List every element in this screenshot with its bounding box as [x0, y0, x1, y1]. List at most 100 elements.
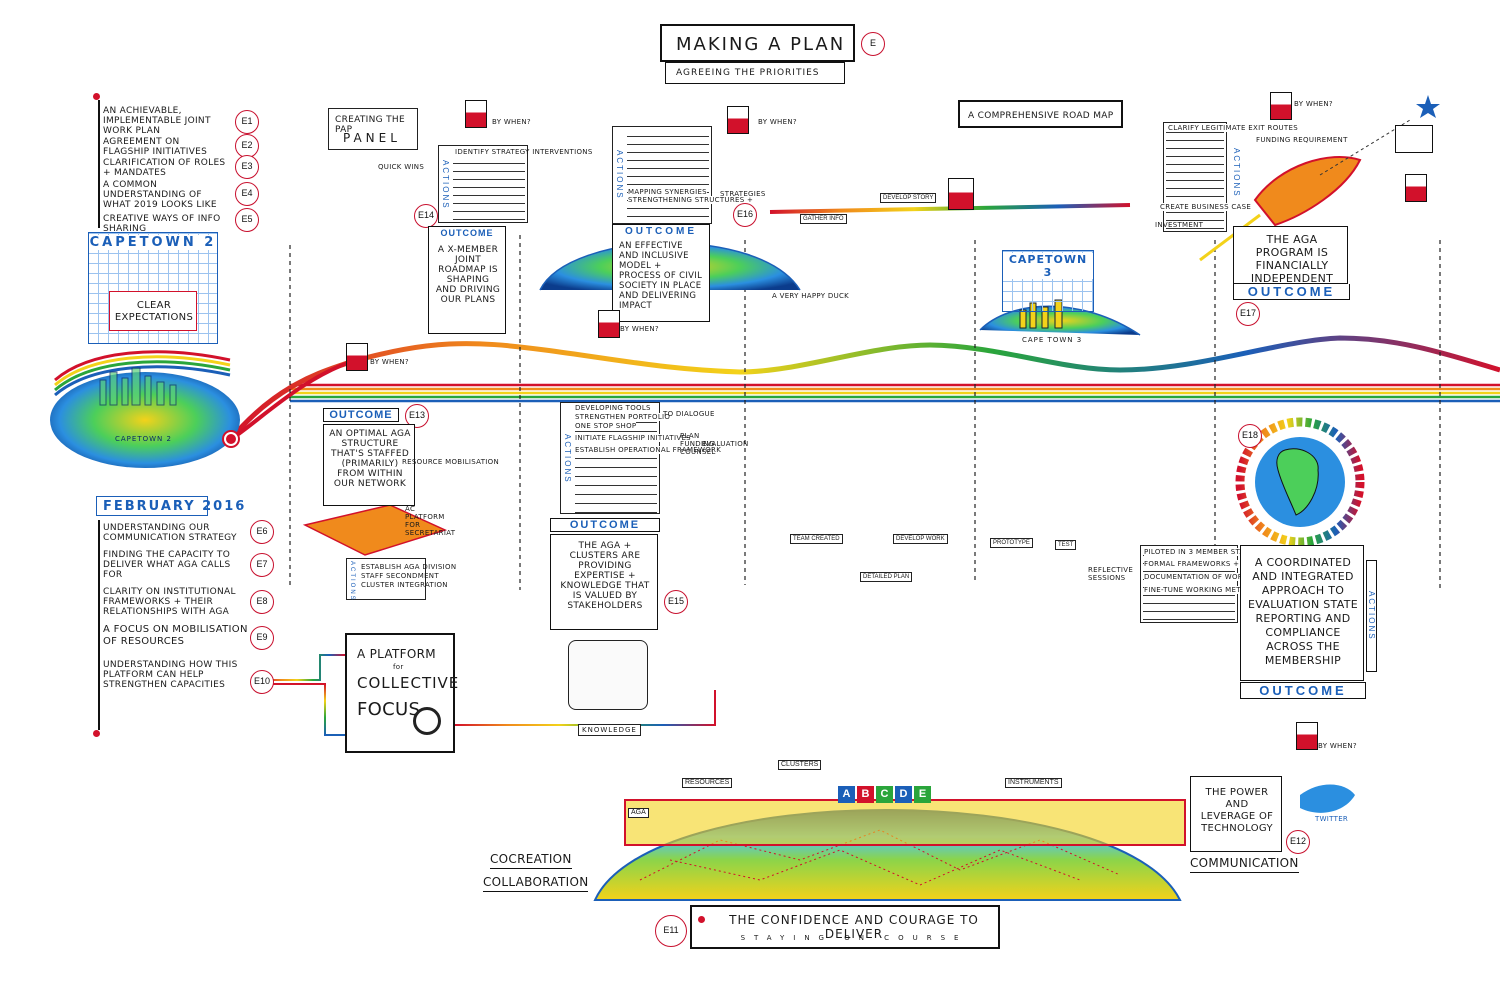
- communication-label: COMMUNICATION: [1190, 856, 1299, 873]
- flag-icon: [1405, 174, 1427, 202]
- flag-icon: [598, 310, 620, 338]
- letter-block: B: [857, 786, 874, 803]
- list-item: A COMMON UNDERSTANDING of WHAT 2019 LOOK…: [103, 180, 217, 210]
- e18-outcome-box: A COORDINATED AND INTEGRATED APPROACH TO…: [1240, 545, 1364, 681]
- outcome-label: OUTCOME: [624, 226, 698, 237]
- flag-icon: [465, 100, 487, 128]
- e17-code: E17: [1236, 302, 1260, 326]
- outcome-label: OUTCOME: [1233, 284, 1350, 300]
- action-item: FINE-TUNE WORKING METHODS: [1144, 586, 1263, 594]
- platform-line: COLLECTIVE: [357, 674, 460, 692]
- capetown2-title: CAPETOWN 2: [89, 235, 217, 250]
- knowledge-label: KNOWLEDGE: [578, 724, 641, 736]
- roadmap-banner: A COMPREHENSIVE ROAD MAP: [958, 100, 1123, 128]
- action-item: CREATE BUSINESS CASE: [1160, 203, 1252, 211]
- list-item: AN ACHIEVABLE, IMPLEMENTABLE JOINT WORK …: [103, 106, 211, 136]
- action-item: INVESTMENT: [1155, 221, 1204, 229]
- action-item: STRATEGIES: [720, 190, 766, 198]
- actions-label: ACTIONS: [615, 150, 624, 200]
- e12-code: E12: [1286, 830, 1310, 854]
- footer-title: THE CONFIDENCE AND COURAGE TO DELIVER: [729, 913, 979, 941]
- e15-outcome-box: THE AGA + CLUSTERS ARE PROVIDING EXPERTI…: [550, 534, 658, 630]
- action-item: ONE STOP SHOP: [575, 422, 637, 430]
- side-note: EVALUATION: [702, 440, 749, 448]
- capetown2-card: CAPETOWN 2 CLEAR EXPECTATIONS: [88, 232, 218, 344]
- actions-label: ACTIONS: [441, 160, 450, 210]
- footer-code: E11: [655, 915, 687, 947]
- by-when-label: BY WHEN?: [1294, 100, 1333, 108]
- action-item: ESTABLISH AGA DIVISION: [361, 563, 457, 571]
- e16-outcome-text: AN EFFECTIVE AND INCLUSIVE MODEL + PROCE…: [619, 241, 703, 311]
- action-item: DOCUMENTATION of WORK: [1144, 573, 1248, 581]
- e17-outcome-box: THE AGA PROGRAM IS FINANCIALLY INDEPENDE…: [1233, 226, 1348, 285]
- page-title: MAKING A PLAN: [676, 34, 846, 55]
- e16-code: E16: [733, 203, 757, 227]
- by-when-label: BY WHEN?: [370, 358, 409, 366]
- action-item: STAFF SECONDMENT: [361, 572, 439, 580]
- list-item: A FOCUS ON MOBILISATION of RESOURCES: [103, 624, 248, 647]
- capetown2-globe-label: CAPETOWN 2: [115, 435, 172, 443]
- collaboration-label: COLLABORATION: [483, 875, 589, 892]
- action-item: IDENTIFY STRATEGY INTERVENTIONS: [455, 148, 593, 156]
- pap-panel-title: CREATING THE PAP: [335, 115, 405, 135]
- subtitle-box: AGREEING THE PRIORITIES: [665, 62, 845, 84]
- list-item-code: E5: [235, 208, 259, 232]
- letter-block: C: [876, 786, 893, 803]
- e14-outcome-text: A X-MEMBER JOINT ROADMAP IS SHAPING AND …: [435, 245, 501, 305]
- resource-mobilisation-label: RESOURCE MOBILISATION: [402, 458, 499, 466]
- capetown3-globe-label: CAPE TOWN 3: [1022, 336, 1083, 344]
- footer-box: THE CONFIDENCE AND COURAGE TO DELIVER ST…: [690, 905, 1000, 949]
- actions-label: ACTIONS: [349, 561, 355, 602]
- letter-blocks: A B C D E: [838, 786, 931, 803]
- technology-box: THE POWER AND LEVERAGE of TECHNOLOGY: [1190, 776, 1282, 852]
- list-item-code: E10: [250, 670, 274, 694]
- timeline-tag: PROTOTYPE: [990, 538, 1033, 548]
- list-item: CLARITY ON INSTITUTIONAL FRAMEWORKS + TH…: [103, 587, 236, 617]
- twitter-label: TWITTER: [1315, 815, 1349, 823]
- timeline-tag: DETAILED PLAN: [860, 572, 913, 582]
- quick-wins-label: QUICK WINS: [378, 163, 425, 171]
- list-rule: [98, 520, 100, 730]
- reflective-label: REFLECTIVE SESSIONS: [1088, 566, 1134, 582]
- timeline-tag: GATHER INFO: [800, 214, 847, 224]
- e18-code: E18: [1238, 424, 1262, 448]
- title-box: MAKING A PLAN: [660, 24, 855, 62]
- e18-actions-box: [1140, 545, 1238, 623]
- roadmap-banner-text: A COMPREHENSIVE ROAD MAP: [968, 111, 1114, 121]
- clear-expectations-text: CLEAR EXPECTATIONS: [114, 300, 194, 323]
- e15-outcome-text: THE AGA + CLUSTERS ARE PROVIDING EXPERTI…: [560, 541, 650, 611]
- red-dot: [698, 916, 705, 923]
- action-lines: [453, 156, 525, 222]
- action-lines: [627, 129, 709, 221]
- action-item: ESTABLISH OPERATIONAL FRAMEWORK: [575, 446, 722, 454]
- outcome-label: OUTCOME: [323, 408, 399, 422]
- list-item-code: E9: [250, 626, 274, 650]
- e13-outcome-box: AN OPTIMAL AGA STRUCTURE THAT'S STAFFED …: [323, 424, 415, 506]
- e18-outcome-text: A COORDINATED AND INTEGRATED APPROACH TO…: [1248, 556, 1358, 667]
- e16-outcome-box: OUTCOME AN EFFECTIVE AND INCLUSIVE MODEL…: [612, 224, 710, 322]
- platform-note: AC PLATFORM FOR SECRETARIAT: [405, 505, 456, 537]
- letter-block: E: [914, 786, 931, 803]
- flag-icon: [1270, 92, 1292, 120]
- outcome-label: OUTCOME: [550, 518, 660, 532]
- action-lines: [1166, 125, 1224, 229]
- letter-block: A: [838, 786, 855, 803]
- page-subtitle: AGREEING THE PRIORITIES: [676, 68, 820, 78]
- by-when-label: BY WHEN?: [620, 325, 659, 333]
- technology-text: THE POWER AND LEVERAGE of TECHNOLOGY: [1200, 787, 1274, 834]
- outcome-label: OUTCOME: [1240, 682, 1366, 699]
- flag-icon: [346, 343, 368, 371]
- hub-label: RESOURCES: [682, 778, 733, 788]
- e14-outcome-box: OUTCOME A X-MEMBER JOINT ROADMAP IS SHAP…: [428, 226, 506, 334]
- e16-actions-box: ACTIONS: [612, 126, 712, 224]
- e14-code: E14: [414, 204, 438, 228]
- knowledge-cylinder: [568, 640, 648, 710]
- hub-label: AGA: [628, 808, 649, 818]
- actions-label: ACTIONS: [563, 434, 572, 484]
- letter-block: D: [895, 786, 912, 803]
- side-note: FUNDING: [680, 440, 715, 448]
- february-box: FEBRUARY 2016: [96, 496, 244, 516]
- capetown3-card: CAPETOWN 3: [1002, 250, 1094, 312]
- action-item: PILOTED IN 3 MEMBER STATES: [1144, 548, 1259, 556]
